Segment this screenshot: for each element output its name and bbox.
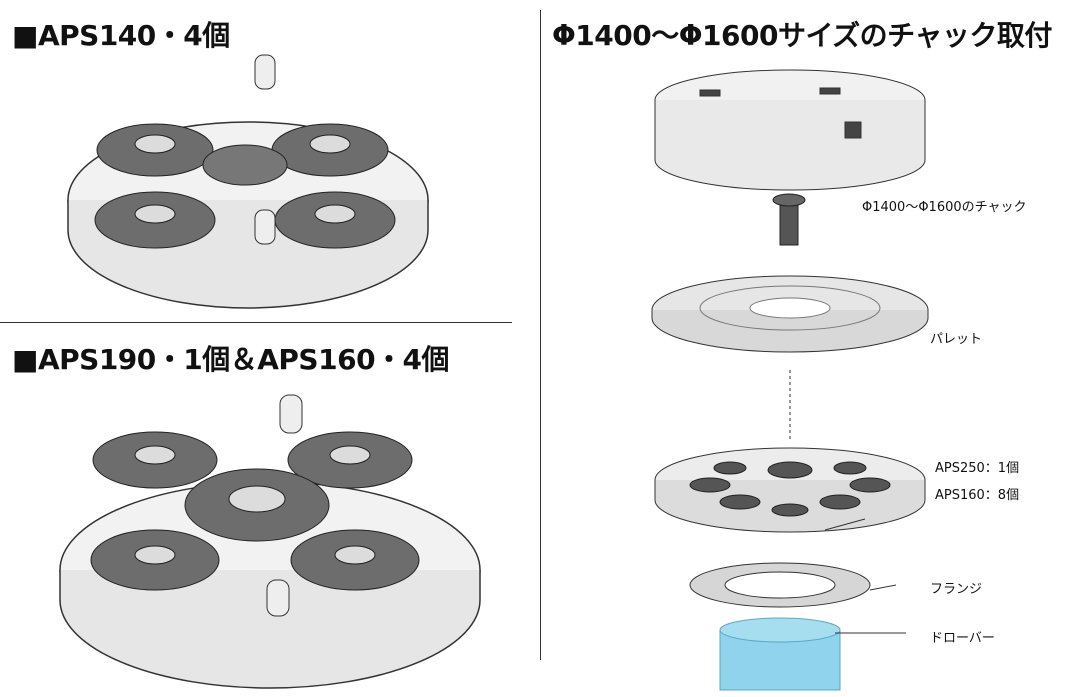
label-aps160: APS160：8個: [935, 488, 1020, 503]
chuck-mounting-exploded-illustration: [651, 69, 929, 691]
aps190-aps160-fixture-illustration: [59, 394, 481, 689]
label-aps250: APS250：1個: [935, 461, 1020, 476]
heading-chuck-mounting: Φ1400～Φ1600サイズのチャック取付: [552, 19, 1052, 52]
heading-aps140: ■APS140・4個: [12, 19, 230, 52]
heading-aps190-aps160: ■APS190・1個＆APS160・4個: [12, 343, 450, 376]
label-drawbar: ドローバー: [930, 631, 995, 646]
label-chuck: Φ1400～Φ1600のチャック: [862, 200, 1027, 215]
label-flange: フランジ: [930, 582, 983, 597]
horizontal-divider: [0, 322, 512, 323]
label-pallet: パレット: [930, 332, 983, 347]
aps140-fixture-illustration: [67, 54, 429, 309]
vertical-divider: [540, 10, 541, 660]
